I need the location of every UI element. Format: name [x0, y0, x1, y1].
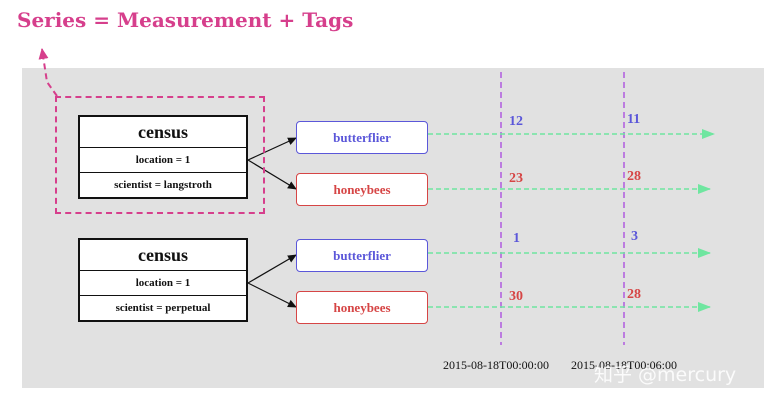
field-box-honeybees: honeybees — [296, 173, 428, 206]
field-value: 12 — [509, 114, 523, 129]
connector-arrow — [247, 254, 297, 284]
field-value: 11 — [627, 112, 641, 127]
field-box-butterflier: butterflier — [296, 121, 428, 154]
tag-location: location = 1 — [80, 148, 246, 173]
field-value: 30 — [509, 289, 523, 304]
field-box-honeybees: honeybees — [296, 291, 428, 324]
tag-scientist: scientist = langstroth — [114, 179, 212, 191]
diagram-title: Series = Measurement + Tags — [17, 8, 354, 32]
field-value: 23 — [509, 171, 523, 186]
field-value: 28 — [627, 287, 641, 302]
series-highlight-box — [55, 96, 265, 214]
connector-arrow — [247, 137, 297, 161]
field-box-butterflier: butterflier — [296, 239, 428, 272]
measurement-name: census — [80, 117, 246, 148]
measurement-name: census — [80, 240, 246, 271]
field-value: 28 — [627, 169, 641, 184]
field-value: 1 — [513, 231, 520, 246]
connector-arrow — [247, 282, 297, 308]
highlight-pointer-line — [38, 48, 58, 97]
watermark: 知乎 @mercury — [594, 364, 737, 386]
tag-location: location = 1 — [80, 271, 246, 296]
measurement-box: census location = 1 scientist = langstro… — [78, 115, 248, 199]
measurement-box: census location = 1 scientist = perpetua… — [78, 238, 248, 322]
connector-arrow — [247, 159, 297, 190]
field-value: 3 — [631, 229, 638, 244]
timestamp-label: 2015-08-18T00:06:00 — [571, 358, 677, 372]
timestamp-label: 2015-08-18T00:00:00 — [443, 358, 549, 372]
tag-scientist: scientist = perpetual — [115, 302, 211, 314]
